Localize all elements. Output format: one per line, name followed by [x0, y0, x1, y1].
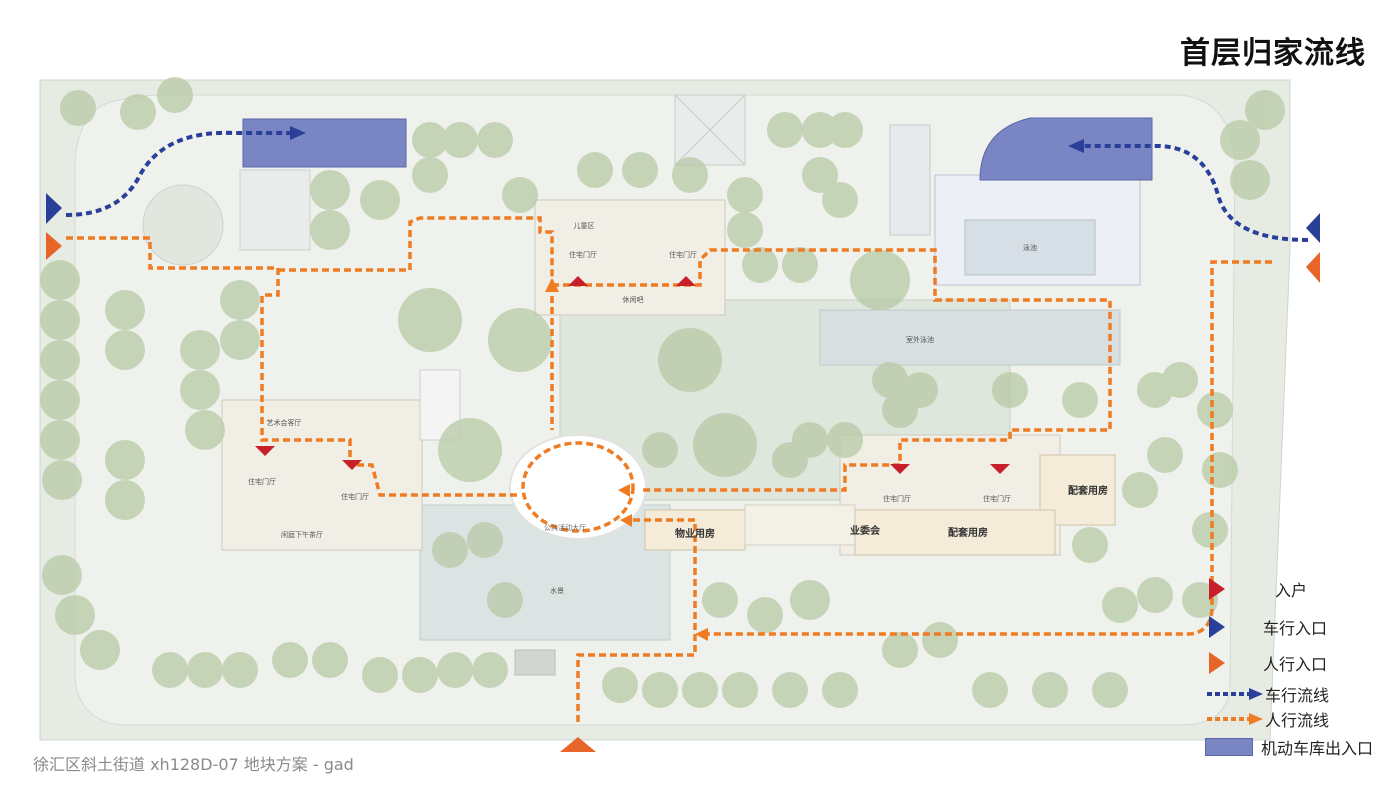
garage-entrance-northwest: [242, 118, 407, 168]
label-children-area: 儿童区: [574, 221, 595, 230]
entry-icon: [1209, 578, 1225, 600]
caption: 徐汇区斜土街道 xh128D-07 地块方案 - gad: [33, 755, 354, 774]
legend-vehicle-flow-label: 车行流线: [1265, 686, 1330, 705]
support-room-box: [854, 509, 1056, 556]
pedestrian-arrowhead-north: [545, 278, 559, 292]
label-outdoor-pool: 室外泳池: [906, 335, 934, 344]
legend-pedestrian-entrance-label: 人行入口: [1263, 655, 1328, 674]
legend-garage: 机动车库出入口: [1205, 735, 1373, 759]
pedestrian-arrowhead-hall: [618, 484, 630, 497]
label-leisure-bar: 休闲吧: [623, 295, 644, 304]
unit-entry-markers: [255, 276, 1010, 474]
label-property-room: 物业用房: [675, 527, 715, 540]
label-support-room-center: 配套用房: [948, 526, 988, 539]
outdoor-pool-area: [819, 309, 1121, 366]
hall-loop-path: [521, 441, 635, 533]
label-water: 水景: [550, 586, 564, 595]
page-title: 首层归家流线: [1180, 36, 1366, 71]
pedestrian-entrance-west: [46, 232, 62, 260]
west-roundabout: [142, 184, 224, 266]
label-lobby-top-2: 住宅门厅: [669, 250, 697, 259]
south-gatehouse: [514, 649, 556, 676]
legend: 入户 车行入口 人行入口 车行流线 人行流线 机动车库出入口: [1205, 570, 1395, 770]
label-lobby-right-2: 住宅门厅: [983, 494, 1011, 503]
vehicle-flow-line-icon: [1207, 688, 1263, 700]
building-left: [221, 399, 423, 551]
tree-cluster: [40, 77, 1285, 708]
legend-entry-label: 入户: [1275, 581, 1308, 600]
pedestrian-flow: [66, 216, 1272, 722]
legend-vehicle-flow: 车行流线: [1205, 682, 1329, 706]
pedestrian-arrowhead-property: [620, 514, 632, 527]
vehicle-entrance-icon: [1209, 616, 1225, 638]
building-top: [534, 199, 726, 316]
label-lobby-left-1: 住宅门厅: [248, 477, 276, 486]
committee-box: [744, 504, 856, 546]
label-pool: 泳池: [1023, 243, 1037, 252]
label-committee: 业委会: [850, 524, 880, 537]
legend-pedestrian-flow: 人行流线: [1205, 707, 1329, 731]
legend-entry: 入户: [1205, 576, 1307, 602]
legend-vehicle-entrance-label: 车行入口: [1263, 619, 1328, 638]
legend-pedestrian-entrance: 人行入口: [1205, 650, 1327, 676]
label-public-hall: 公共活动大厅: [544, 523, 586, 532]
label-lobby-right-1: 住宅门厅: [883, 494, 911, 503]
label-art-hall: 艺术会客厅: [267, 418, 302, 427]
vehicle-flow-arrowhead-east: [1068, 139, 1084, 153]
legend-garage-label: 机动车库出入口: [1261, 739, 1374, 758]
pedestrian-flow-line-icon: [1207, 713, 1263, 725]
label-lobby-left-2: 住宅门厅: [341, 492, 369, 501]
k-station: [889, 124, 931, 236]
indoor-pool: [964, 219, 1096, 276]
vehicle-entrance-east: [1306, 213, 1320, 243]
pedestrian-entrance-icon: [1209, 652, 1225, 674]
pedestrian-entrance-east: [1306, 252, 1320, 283]
label-lobby-top-1: 住宅门厅: [569, 250, 597, 259]
pedestrian-entrance-south: [560, 737, 596, 752]
legend-vehicle-entrance: 车行入口: [1205, 614, 1327, 640]
garage-swatch: [1205, 738, 1253, 756]
northwest-pavilion: [239, 169, 311, 251]
pedestrian-arrowhead-south: [695, 628, 708, 641]
vehicle-flow-arrowhead-west: [290, 126, 306, 140]
garage-entrance-northeast: [979, 117, 1153, 181]
public-hall: [509, 434, 647, 540]
vehicle-flow-east: [1080, 144, 1309, 242]
vehicle-flow-west: [65, 130, 300, 217]
legend-pedestrian-flow-label: 人行流线: [1265, 711, 1330, 730]
vehicle-entrance-west: [46, 193, 62, 224]
label-afternoon-tea: 闲庭下午茶厅: [281, 530, 323, 539]
label-support-room-right: 配套用房: [1068, 484, 1108, 497]
